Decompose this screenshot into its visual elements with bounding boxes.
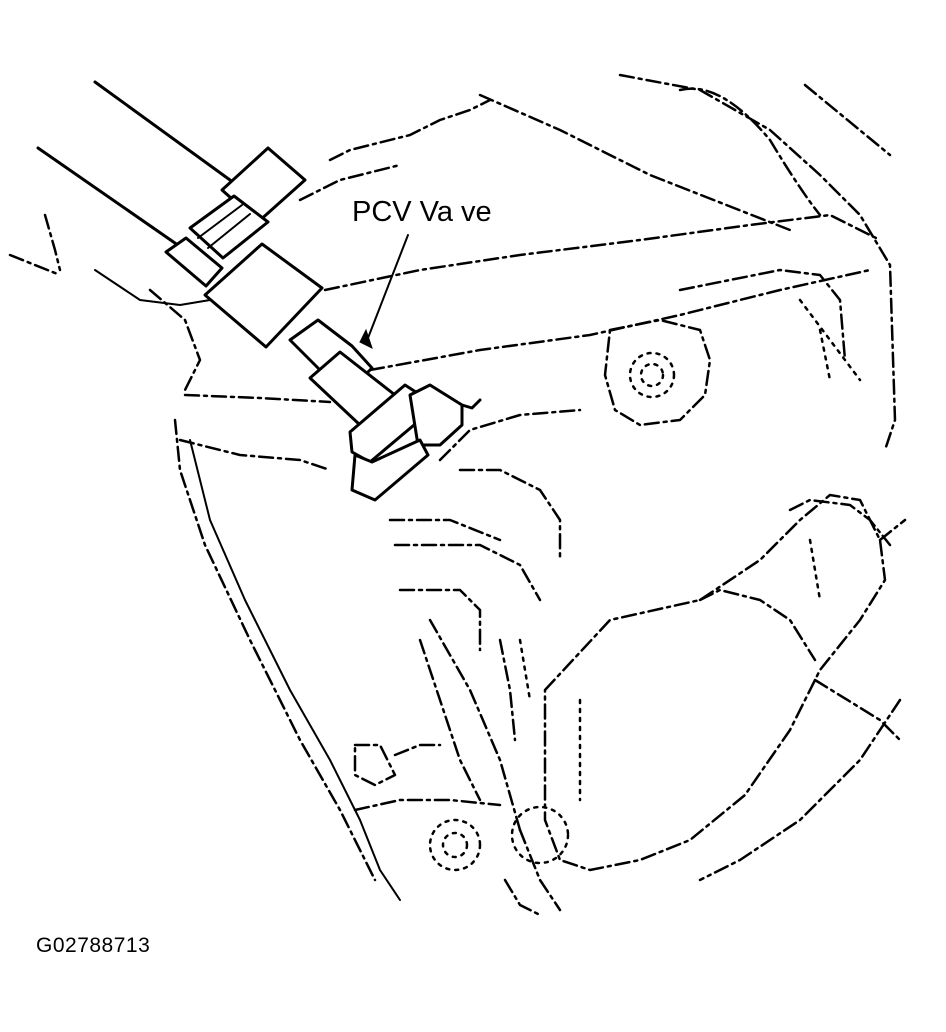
pcv-valve [288,318,482,502]
callout-leader-arrow [359,234,409,349]
ventilation-hose [36,80,324,349]
pcv-valve-label: PCV Va ve [352,196,492,228]
figure-id: G02788713 [36,934,151,957]
engine-intake-components [353,493,907,917]
cylinder-head-cover [603,268,862,427]
engine-body [8,73,897,912]
